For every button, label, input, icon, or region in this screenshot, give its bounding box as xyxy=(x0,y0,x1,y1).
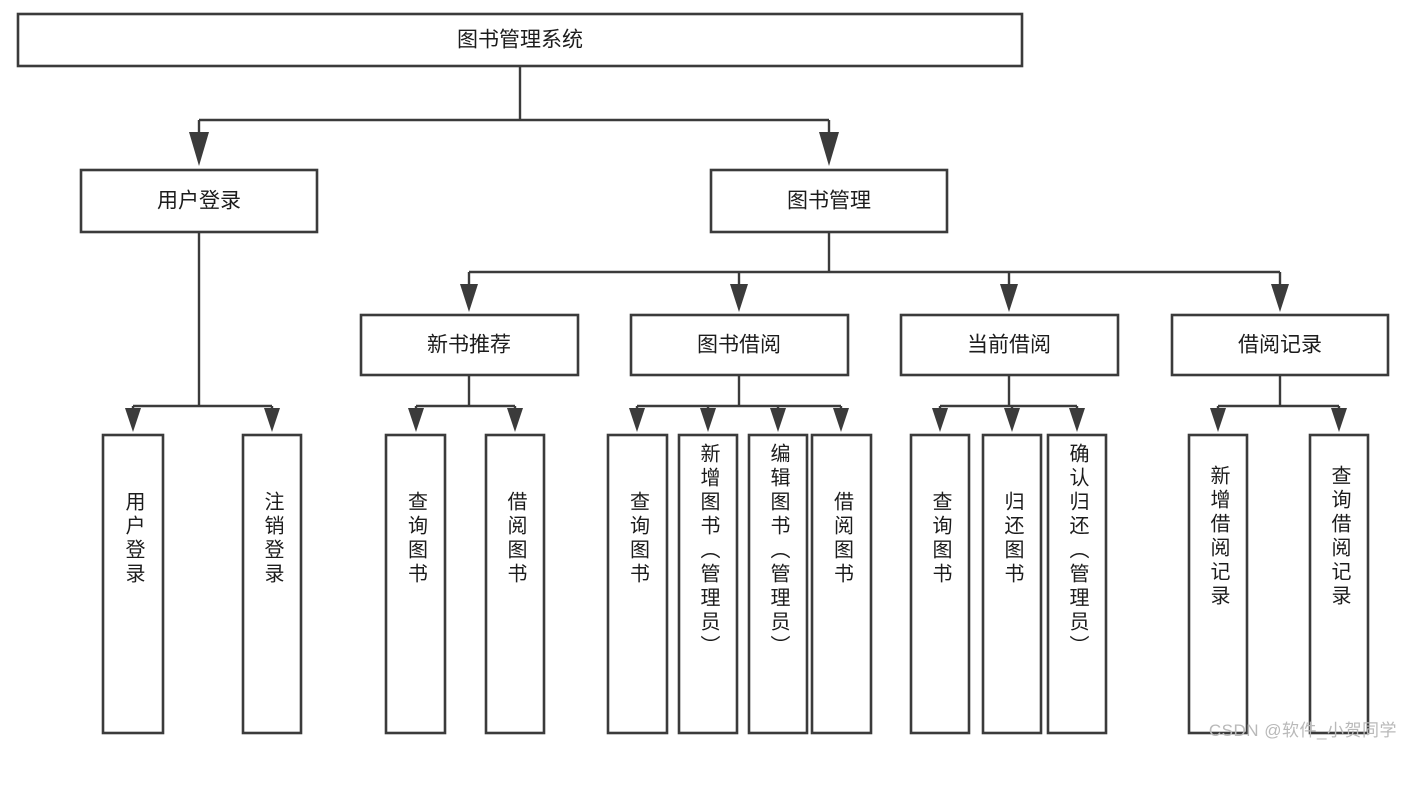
node-book-borrow-label: 图书借阅 xyxy=(697,334,781,357)
leaf-box-layer xyxy=(101,433,1370,735)
node-book-management-label: 图书管理 xyxy=(787,190,871,213)
arrow-head-icon xyxy=(1069,408,1085,432)
arrow-head-icon xyxy=(629,408,645,432)
node-root-box[interactable] xyxy=(16,12,1024,68)
node-borrow-record-label: 借阅记录 xyxy=(1238,334,1322,357)
node-user-login[interactable]: 用户登录 xyxy=(79,168,319,234)
leaf-box-confirm-return-admin[interactable] xyxy=(1046,433,1108,735)
arrow-head-icon xyxy=(819,132,839,166)
arrow-head-icon xyxy=(408,408,424,432)
node-current-borrow[interactable]: 当前借阅 xyxy=(899,313,1120,377)
leaf-box-query-book-borrow[interactable] xyxy=(606,433,669,735)
leaf-box-add-book-admin[interactable] xyxy=(677,433,739,735)
watermark-text: CSDN @软件_小贺同学 xyxy=(1208,721,1397,740)
arrow-head-icon xyxy=(507,408,523,432)
node-borrow-record-box[interactable] xyxy=(1170,313,1390,377)
node-borrow-record[interactable]: 借阅记录 xyxy=(1170,313,1390,377)
leaf-box-query-borrow-record[interactable] xyxy=(1308,433,1370,735)
arrow-head-icon xyxy=(125,408,141,432)
arrow-head-icon xyxy=(1271,284,1289,312)
node-book-borrow[interactable]: 图书借阅 xyxy=(629,313,850,377)
connector-layer xyxy=(125,66,1347,432)
arrow-head-icon xyxy=(264,408,280,432)
arrow-head-icon xyxy=(460,284,478,312)
node-root[interactable]: 图书管理系统 xyxy=(16,12,1024,68)
leaf-box-borrow-book-newbook[interactable] xyxy=(484,433,546,735)
arrow-head-icon xyxy=(1004,408,1020,432)
node-new-book-recommend[interactable]: 新书推荐 xyxy=(359,313,580,377)
node-book-borrow-box[interactable] xyxy=(629,313,850,377)
node-current-borrow-box[interactable] xyxy=(899,313,1120,377)
arrow-head-icon xyxy=(1331,408,1347,432)
arrow-head-icon xyxy=(189,132,209,166)
leaf-box-logout[interactable] xyxy=(241,433,303,735)
arrow-head-icon xyxy=(730,284,748,312)
arrow-head-icon xyxy=(770,408,786,432)
node-new-book-recommend-label: 新书推荐 xyxy=(427,334,511,357)
leaf-box-query-book-newbook[interactable] xyxy=(384,433,447,735)
leaf-box-user-login[interactable] xyxy=(101,433,165,735)
node-root-label: 图书管理系统 xyxy=(457,29,583,52)
node-current-borrow-label: 当前借阅 xyxy=(967,334,1051,357)
node-user-login-box[interactable] xyxy=(79,168,319,234)
arrow-head-icon xyxy=(1000,284,1018,312)
diagram-root: 图书管理系统 用户登录 图书管理 新书推荐 图书借阅 当前借阅 借阅记录 xyxy=(16,12,1397,740)
leaf-box-query-book-current[interactable] xyxy=(909,433,971,735)
arrow-head-icon xyxy=(700,408,716,432)
node-book-management-box[interactable] xyxy=(709,168,949,234)
node-user-login-label: 用户登录 xyxy=(157,190,241,213)
leaf-box-borrow-book[interactable] xyxy=(810,433,873,735)
arrow-head-icon xyxy=(1210,408,1226,432)
node-book-management[interactable]: 图书管理 xyxy=(709,168,949,234)
leaf-box-return-book[interactable] xyxy=(981,433,1043,735)
node-new-book-recommend-box[interactable] xyxy=(359,313,580,377)
leaf-box-edit-book-admin[interactable] xyxy=(747,433,809,735)
arrow-head-icon xyxy=(932,408,948,432)
arrow-head-icon xyxy=(833,408,849,432)
leaf-box-add-borrow-record[interactable] xyxy=(1187,433,1249,735)
tree-diagram-canvas: 图书管理系统 用户登录 图书管理 新书推荐 图书借阅 当前借阅 借阅记录 xyxy=(16,12,1390,735)
